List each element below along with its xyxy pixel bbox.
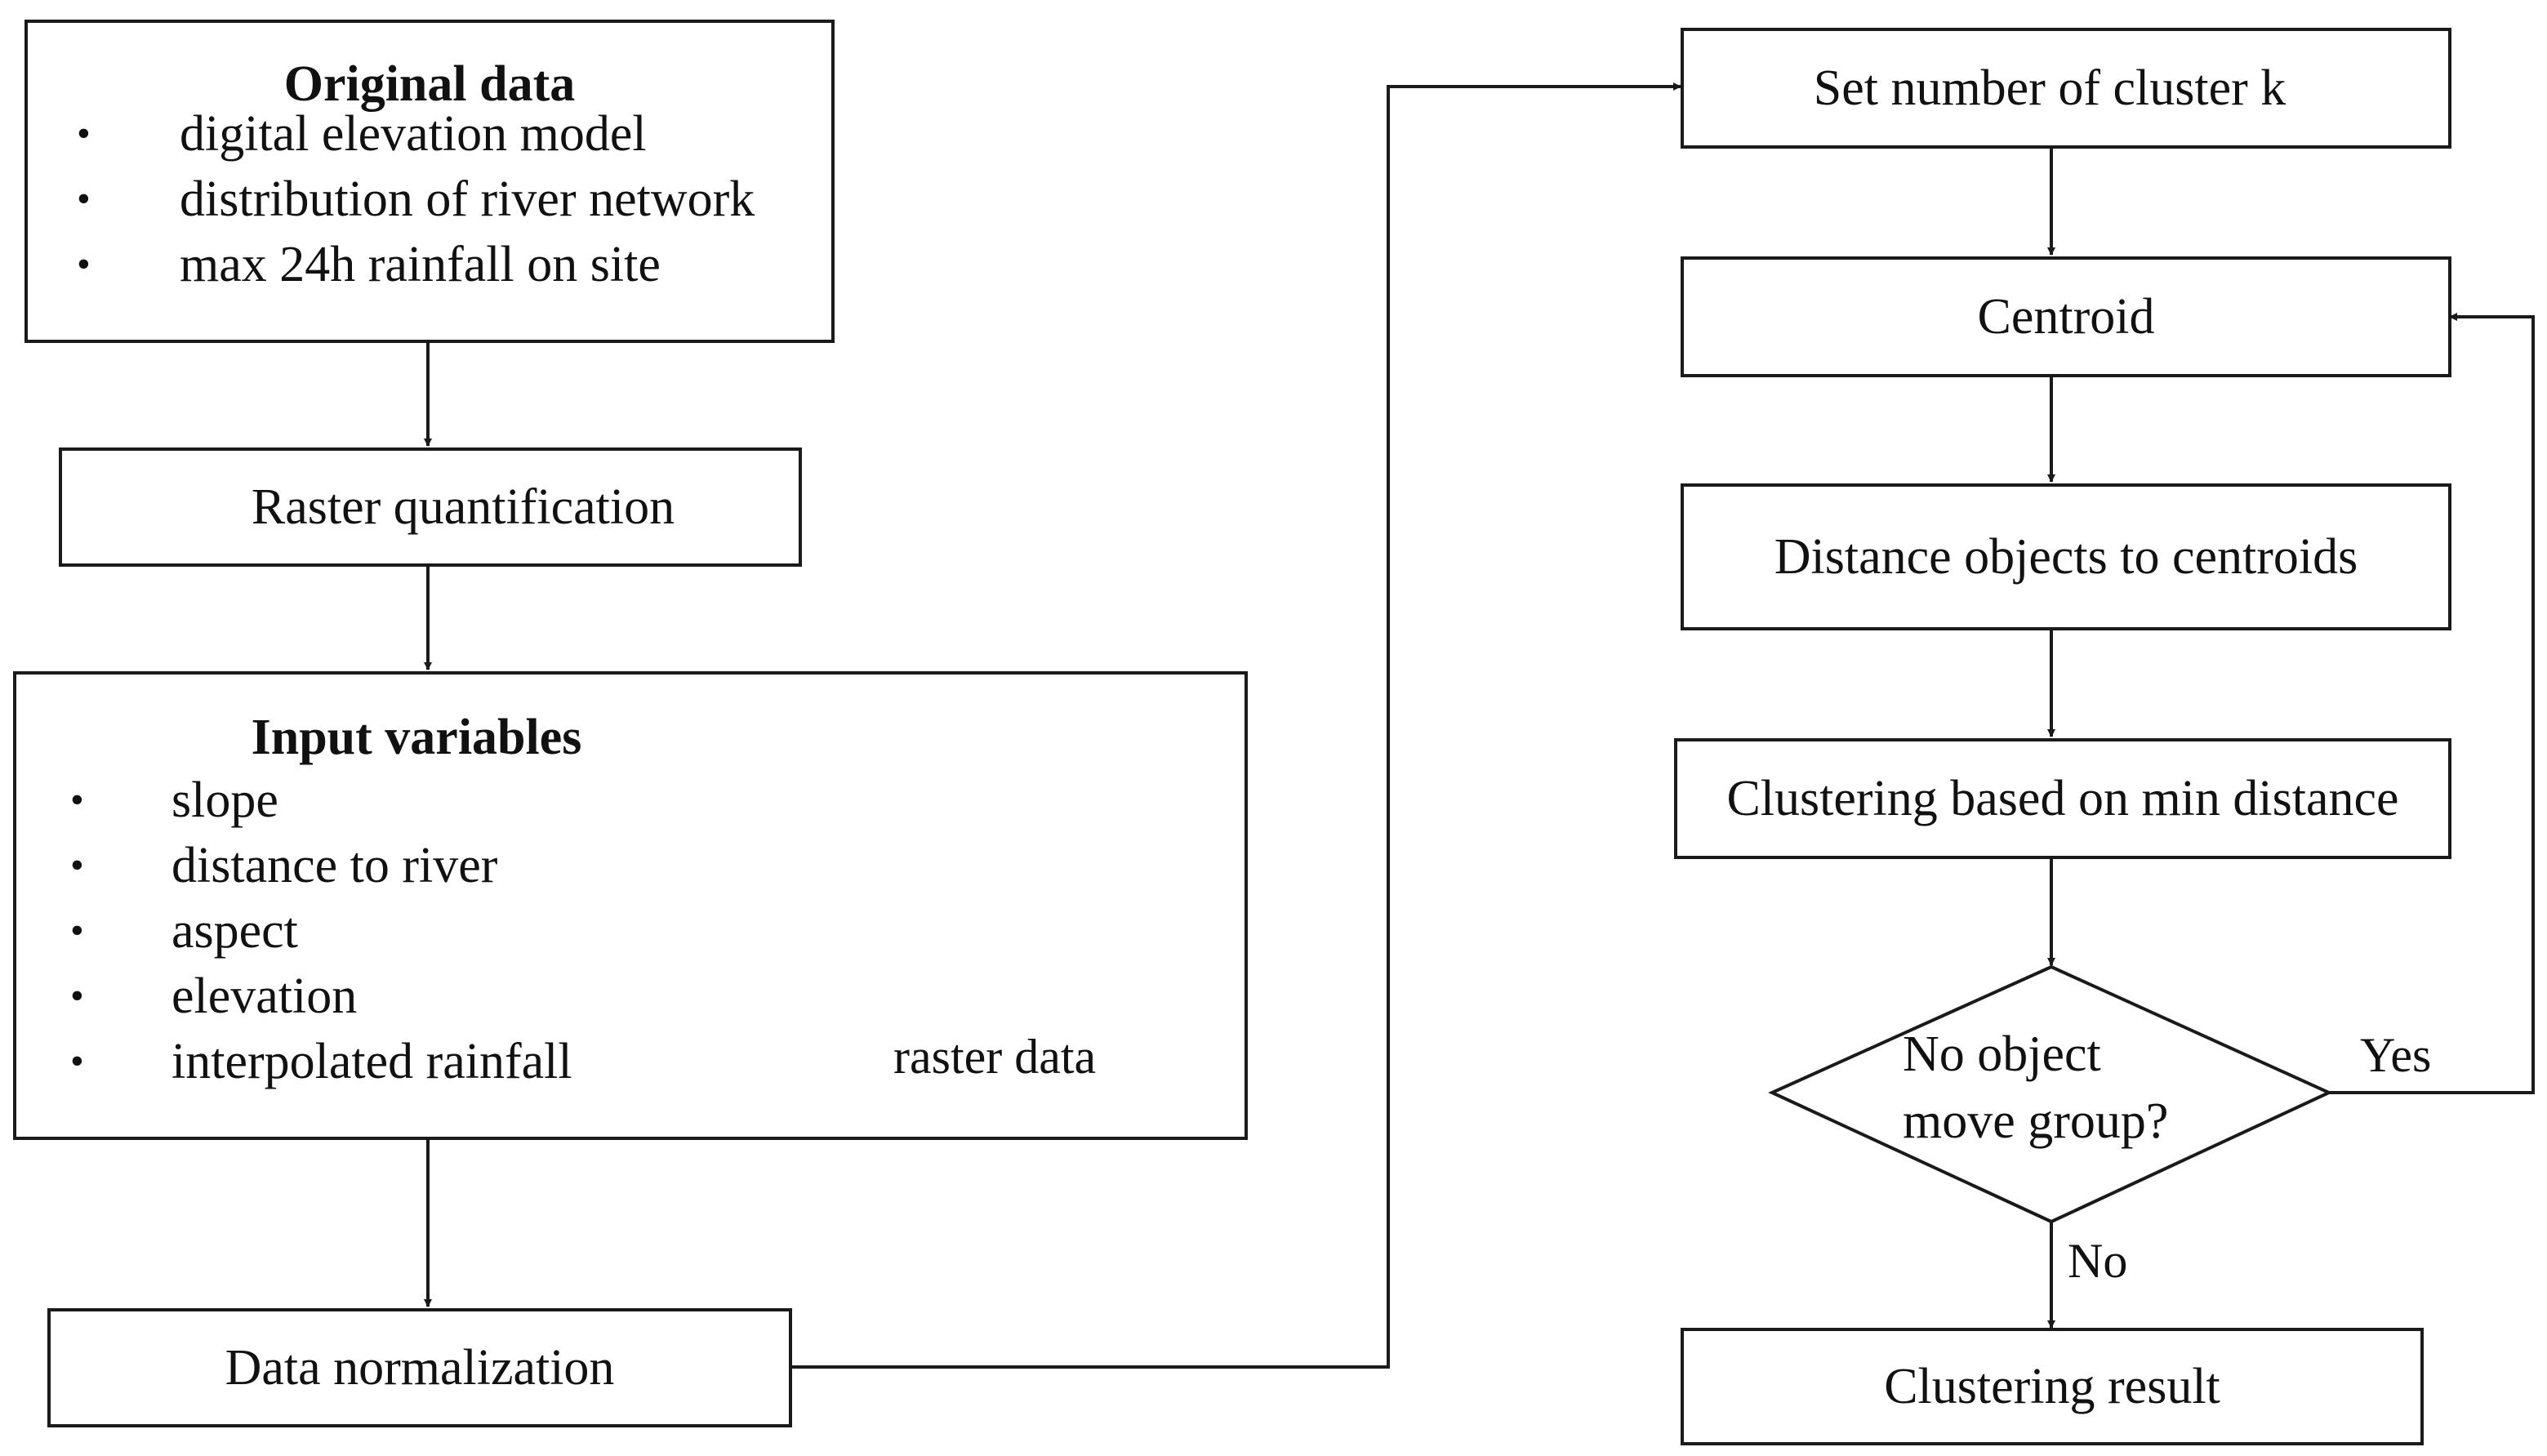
list-item: •distribution of river network (77, 171, 755, 227)
list-item: •distance to river (70, 838, 498, 893)
list-item: •slope (70, 773, 278, 828)
edge-label-no: No (2068, 1234, 2128, 1288)
data-normalization-label: Data normalization (225, 1340, 615, 1396)
input-variables-list: •slope •distance to river •aspect •eleva… (16, 768, 751, 1094)
data-normalization-box: Data normalization (47, 1308, 792, 1427)
original-data-title: Original data (283, 56, 576, 112)
set-k-box: Set number of cluster k (1681, 28, 2451, 149)
set-k-label: Set number of cluster k (1813, 60, 2287, 116)
decision-diamond (1768, 964, 2333, 1224)
original-data-box: Original data •digital elevation model •… (24, 20, 835, 343)
input-variables-title: Input variables (251, 710, 582, 765)
decision-label: No object move group? (1903, 1021, 2229, 1155)
raster-quantification-label: Raster quantification (251, 479, 675, 535)
raster-quantification-box: Raster quantification (59, 447, 802, 567)
decision-line-2: move group? (1903, 1093, 2169, 1149)
list-item: •max 24h rainfall on site (77, 237, 661, 292)
list-item: •aspect (70, 903, 298, 959)
distance-box: Distance objects to centroids (1681, 483, 2451, 630)
list-item: •interpolated rainfall (70, 1034, 572, 1089)
clustering-result-box: Clustering result (1681, 1328, 2424, 1445)
original-data-list: •digital elevation model •distribution o… (28, 101, 828, 297)
clustering-result-label: Clustering result (1884, 1359, 2220, 1414)
list-item: •digital elevation model (77, 106, 647, 162)
raster-data-caption: raster data (893, 1030, 1097, 1084)
clustering-min-distance-label: Clustering based on min distance (1726, 771, 2399, 826)
centroid-box: Centroid (1681, 256, 2451, 377)
list-item: •elevation (70, 968, 358, 1024)
distance-label: Distance objects to centroids (1774, 529, 2358, 585)
edge-label-yes: Yes (2360, 1028, 2432, 1082)
arrow-decision-yes-to-centroid (2329, 313, 2535, 1094)
centroid-label: Centroid (1977, 289, 2155, 345)
arrow-normalization-to-setk (790, 82, 1681, 1369)
decision-line-1: No object (1903, 1026, 2101, 1082)
clustering-min-distance-box: Clustering based on min distance (1674, 738, 2451, 859)
input-variables-box: Input variables •slope •distance to rive… (13, 671, 1248, 1140)
